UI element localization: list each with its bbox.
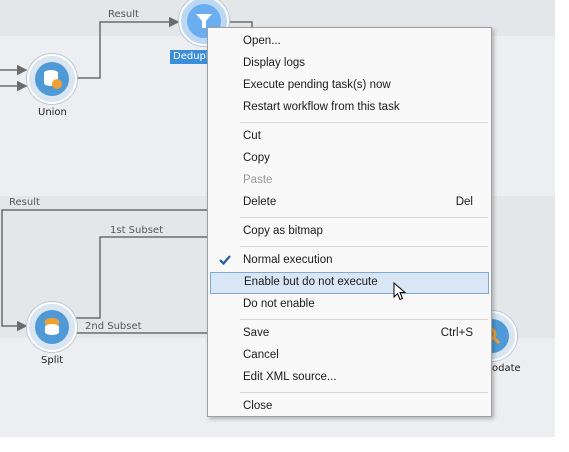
menu-item-label: Execute pending task(s) now (243, 79, 391, 91)
menu-item-do-not-enable[interactable]: Do not enable (208, 294, 491, 316)
update-node-label: odate (492, 363, 521, 374)
context-menu: Open... Display logs Execute pending tas… (207, 27, 492, 417)
menu-item-cut[interactable]: Cut (208, 126, 491, 148)
menu-item-copy[interactable]: Copy (208, 148, 491, 170)
menu-item-cancel[interactable]: Cancel (208, 345, 491, 367)
menu-item-label: Do not enable (243, 298, 315, 310)
menu-item-label: Cancel (243, 349, 279, 361)
menu-item-label: Restart workflow from this task (243, 101, 400, 113)
menu-item-label: Delete (243, 196, 277, 208)
wire-label-first-subset: 1st Subset (110, 225, 163, 236)
wire-label-result-top: Result (108, 9, 139, 20)
menu-separator (240, 392, 488, 393)
menu-item-execute-pending[interactable]: Execute pending task(s) now (208, 75, 491, 97)
menu-separator (240, 217, 488, 218)
menu-item-edit-xml-source[interactable]: Edit XML source... (208, 367, 491, 389)
split-node-label: Split (41, 355, 64, 366)
menu-item-save[interactable]: Save Ctrl+S (208, 323, 491, 345)
menu-item-paste: Paste (208, 170, 491, 192)
menu-item-shortcut: Ctrl+S (440, 327, 473, 339)
menu-item-label: Close (243, 400, 273, 412)
union-node-label: Union (38, 107, 67, 118)
menu-item-copy-as-bitmap[interactable]: Copy as bitmap (208, 221, 491, 243)
menu-separator (240, 246, 488, 247)
checkmark-icon (219, 255, 231, 266)
menu-item-close[interactable]: Close (208, 396, 491, 418)
wire-union-to-dedup (76, 16, 180, 79)
menu-item-label: Edit XML source... (243, 371, 337, 383)
menu-item-label: Save (243, 327, 270, 339)
menu-item-enable-not-execute[interactable]: Enable but do not execute (210, 272, 489, 294)
wire-first-subset (76, 236, 208, 319)
menu-item-open[interactable]: Open... (208, 31, 491, 53)
union-node[interactable] (27, 54, 77, 104)
menu-item-label: Paste (243, 174, 273, 186)
menu-item-label: Cut (243, 130, 261, 142)
mouse-cursor-icon (393, 282, 407, 301)
menu-item-label: Enable but do not execute (244, 276, 378, 288)
menu-item-normal-execution[interactable]: Normal execution (208, 250, 491, 272)
menu-item-label: Normal execution (243, 254, 333, 266)
menu-item-label: Copy (243, 152, 270, 164)
menu-item-restart-workflow[interactable]: Restart workflow from this task (208, 97, 491, 119)
menu-separator (240, 122, 488, 123)
database-split-icon (35, 310, 69, 344)
menu-item-display-logs[interactable]: Display logs (208, 53, 491, 75)
menu-item-shortcut: Del (455, 196, 473, 208)
workflow-wires (0, 16, 253, 334)
split-node[interactable] (27, 302, 77, 352)
database-union-icon (35, 62, 69, 96)
menu-item-label: Open... (243, 35, 281, 47)
menu-item-delete[interactable]: Delete Del (208, 192, 491, 214)
wire-result-mid (1, 209, 208, 332)
wire-label-result-mid: Result (9, 197, 40, 208)
menu-separator (240, 319, 488, 320)
menu-item-label: Display logs (243, 57, 305, 69)
wire-label-second-subset: 2nd Subset (85, 321, 142, 332)
menu-item-label: Copy as bitmap (243, 225, 323, 237)
